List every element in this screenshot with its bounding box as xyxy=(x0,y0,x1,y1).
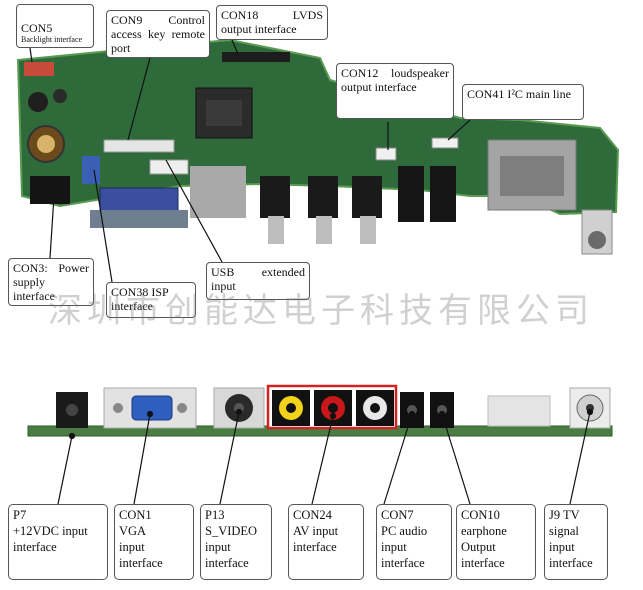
label-con12: CON12 loudspeaker output interface xyxy=(336,63,454,119)
label-con38: CON38 ISP interface xyxy=(106,282,196,318)
label-usb: USB extended input xyxy=(206,262,310,300)
board-top-view xyxy=(16,38,620,255)
label-con3: CON3: Power supply interface xyxy=(8,258,94,306)
vga-port xyxy=(131,395,173,421)
usb-connector xyxy=(149,159,189,175)
label-con10: CON10 earphone Output interface xyxy=(456,504,536,580)
capacitor xyxy=(53,89,67,103)
label-con24: CON24 AV input interface xyxy=(288,504,364,580)
label-p13: P13 S_VIDEO input interface xyxy=(200,504,272,580)
watermark: 深圳市创能达电子科技有限公司 xyxy=(48,291,594,331)
con3-connector xyxy=(30,176,70,204)
bottom-leader-lines xyxy=(57,408,594,505)
capacitor xyxy=(28,92,48,112)
con9-connector xyxy=(103,139,175,153)
label-con18: CON18 LVDS output interface xyxy=(216,5,328,40)
rca-jacks-top xyxy=(260,176,382,244)
audio-jack-top xyxy=(430,166,456,222)
con5-connector xyxy=(24,62,54,76)
label-con5-title: CON5 xyxy=(21,21,53,35)
label-con5: CON5 Backlight interface xyxy=(16,4,94,48)
lvds-header xyxy=(222,52,290,62)
top-leader-lines xyxy=(29,39,471,283)
label-con7: CON7 PC audio input interface xyxy=(376,504,452,580)
label-con9: CON9 Control access key remote port xyxy=(106,10,210,58)
label-con41: CON41 I²C main line xyxy=(462,84,584,120)
metal-plate xyxy=(190,166,246,218)
con41-connector xyxy=(431,137,459,149)
label-con1: CON1 VGA input interface xyxy=(114,504,194,580)
label-p7: P7 +12VDC input interface xyxy=(8,504,108,580)
tuner-side xyxy=(487,395,551,427)
con12-connector xyxy=(375,147,397,161)
label-con5-sub: Backlight interface xyxy=(21,35,83,44)
label-j9: J9 TV signal input interface xyxy=(544,504,608,580)
audio-jack-top xyxy=(398,166,424,222)
